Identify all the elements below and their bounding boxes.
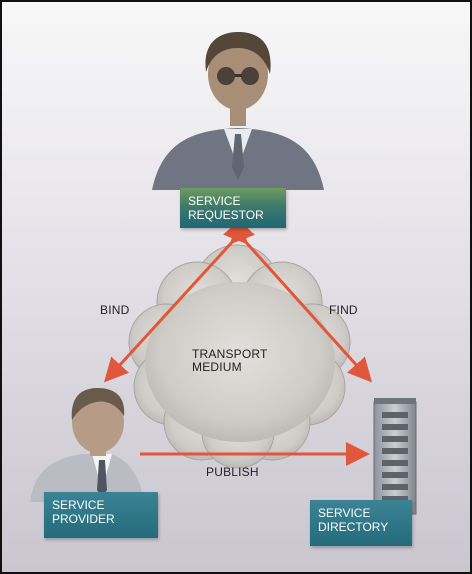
provider-person-icon <box>30 388 144 502</box>
bind-arrow <box>103 218 255 383</box>
bind-label: BIND <box>100 303 130 317</box>
service-provider-line1: SERVICE <box>52 498 105 512</box>
service-requestor-line2: REQUESTOR <box>188 208 264 222</box>
service-directory-line2: DIRECTORY <box>318 520 389 534</box>
find-arrow <box>223 218 373 383</box>
service-provider-line2: PROVIDER <box>52 512 115 526</box>
transport-medium-line1: TRANSPORT <box>192 347 268 361</box>
find-label: FIND <box>329 303 358 317</box>
service-requestor-line1: SERVICE <box>188 194 241 208</box>
publish-label: PUBLISH <box>206 465 259 479</box>
transport-medium-label: TRANSPORT MEDIUM <box>192 348 268 374</box>
transport-medium-line2: MEDIUM <box>192 360 242 374</box>
service-requestor-box: SERVICE REQUESTOR <box>180 188 286 228</box>
service-directory-box: SERVICE DIRECTORY <box>310 500 412 546</box>
service-provider-box: SERVICE PROVIDER <box>44 492 158 538</box>
requestor-person-icon <box>152 32 324 190</box>
server-icon <box>373 398 417 515</box>
service-directory-line1: SERVICE <box>318 506 371 520</box>
